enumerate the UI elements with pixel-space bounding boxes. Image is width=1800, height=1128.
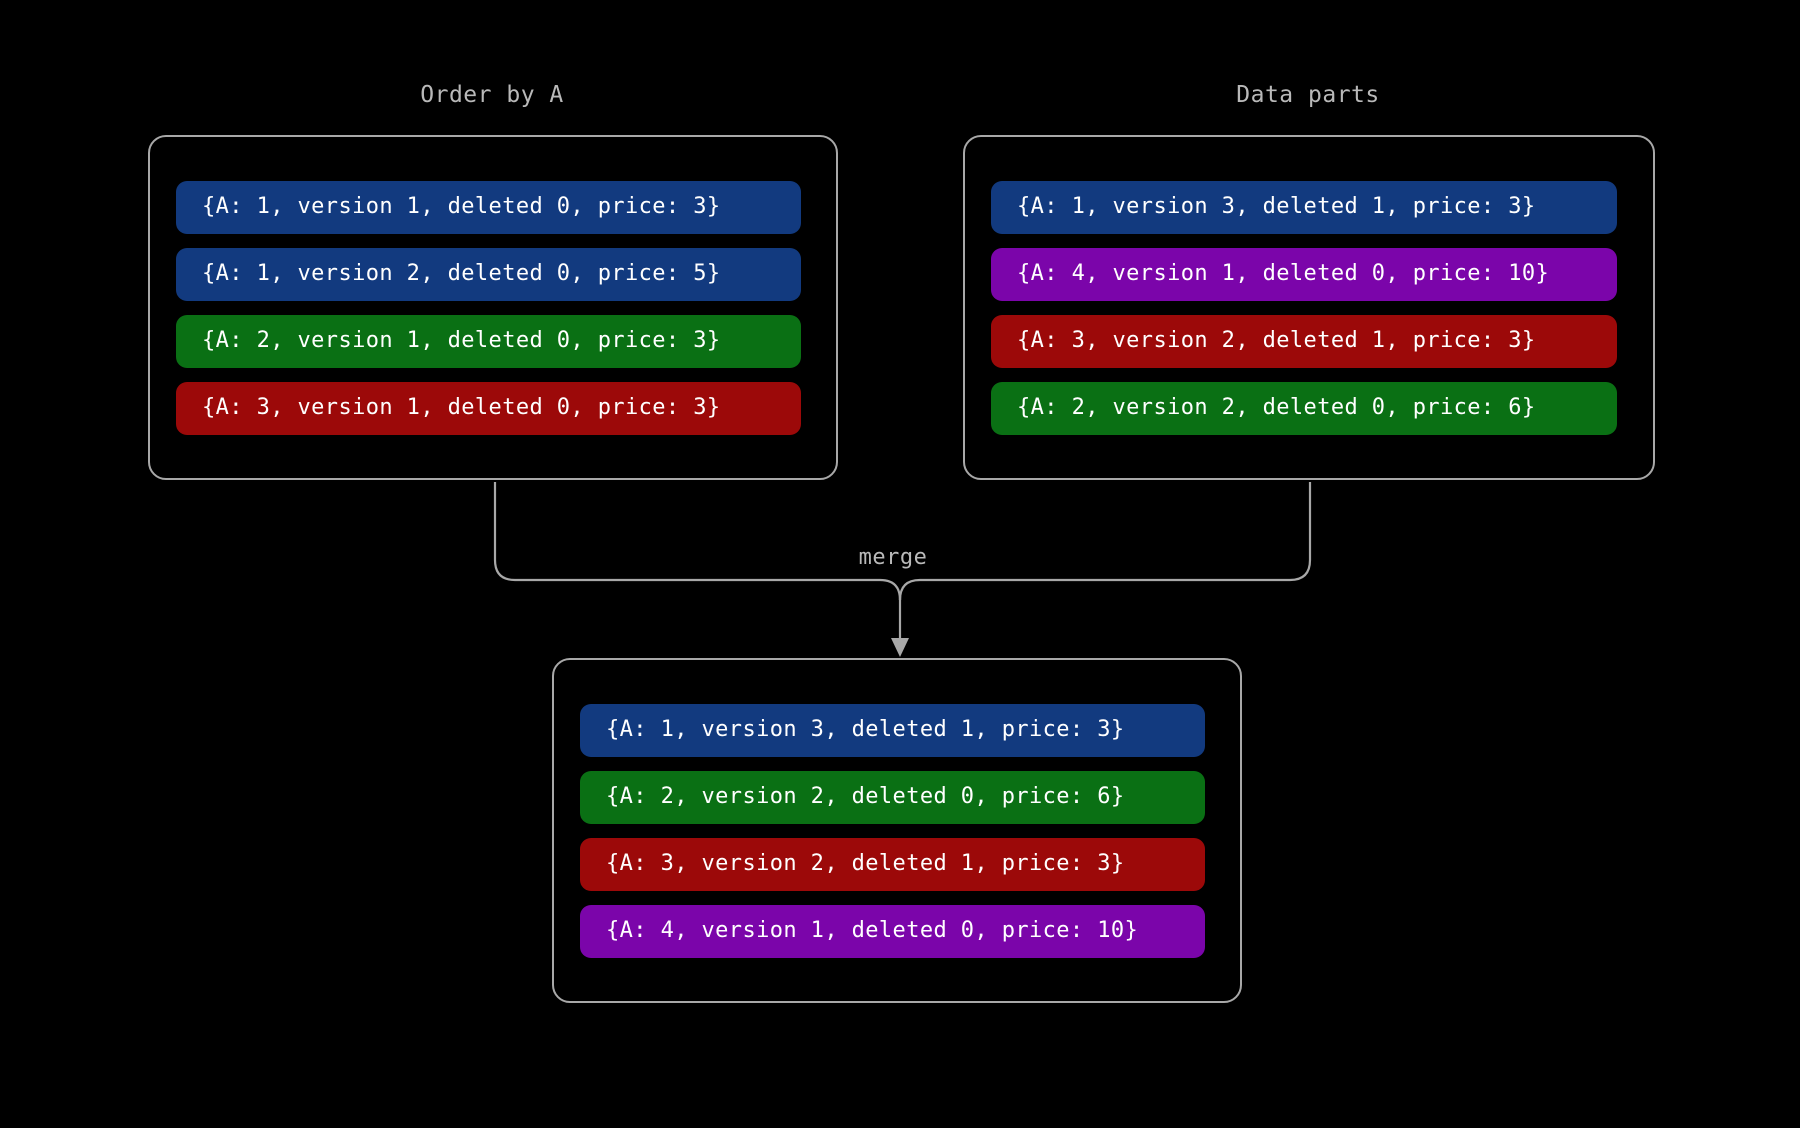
record-row[interactable]: {A: 3, version 1, deleted 0, price: 3}: [176, 381, 801, 435]
record-row[interactable]: {A: 1, version 1, deleted 0, price: 3}: [176, 180, 801, 234]
record-row[interactable]: {A: 2, version 1, deleted 0, price: 3}: [176, 314, 801, 368]
record-row[interactable]: {A: 2, version 2, deleted 0, price: 6}: [991, 381, 1617, 435]
record-list-data-parts: {A: 1, version 3, deleted 1, price: 3} {…: [965, 180, 1653, 435]
record-row[interactable]: {A: 4, version 1, deleted 0, price: 10}: [580, 904, 1205, 958]
record-row[interactable]: {A: 3, version 2, deleted 1, price: 3}: [580, 837, 1205, 891]
record-list-order-by-a: {A: 1, version 1, deleted 0, price: 3} {…: [150, 180, 836, 435]
record-row[interactable]: {A: 2, version 2, deleted 0, price: 6}: [580, 770, 1205, 824]
group-title-data-parts: Data parts: [1236, 82, 1380, 108]
record-row[interactable]: {A: 1, version 2, deleted 0, price: 5}: [176, 247, 801, 301]
record-row[interactable]: {A: 4, version 1, deleted 0, price: 10}: [991, 247, 1617, 301]
panel-order-by-a: {A: 1, version 1, deleted 0, price: 3} {…: [148, 135, 838, 480]
record-row[interactable]: {A: 3, version 2, deleted 1, price: 3}: [991, 314, 1617, 368]
record-row[interactable]: {A: 1, version 3, deleted 1, price: 3}: [580, 703, 1205, 757]
panel-merged-result: {A: 1, version 3, deleted 1, price: 3} {…: [552, 658, 1242, 1003]
record-list-merged: {A: 1, version 3, deleted 1, price: 3} {…: [554, 703, 1240, 958]
merge-label: merge: [858, 545, 928, 570]
record-row[interactable]: {A: 1, version 3, deleted 1, price: 3}: [991, 180, 1617, 234]
panel-data-parts: {A: 1, version 3, deleted 1, price: 3} {…: [963, 135, 1655, 480]
group-title-order-by-a: Order by A: [420, 82, 564, 108]
